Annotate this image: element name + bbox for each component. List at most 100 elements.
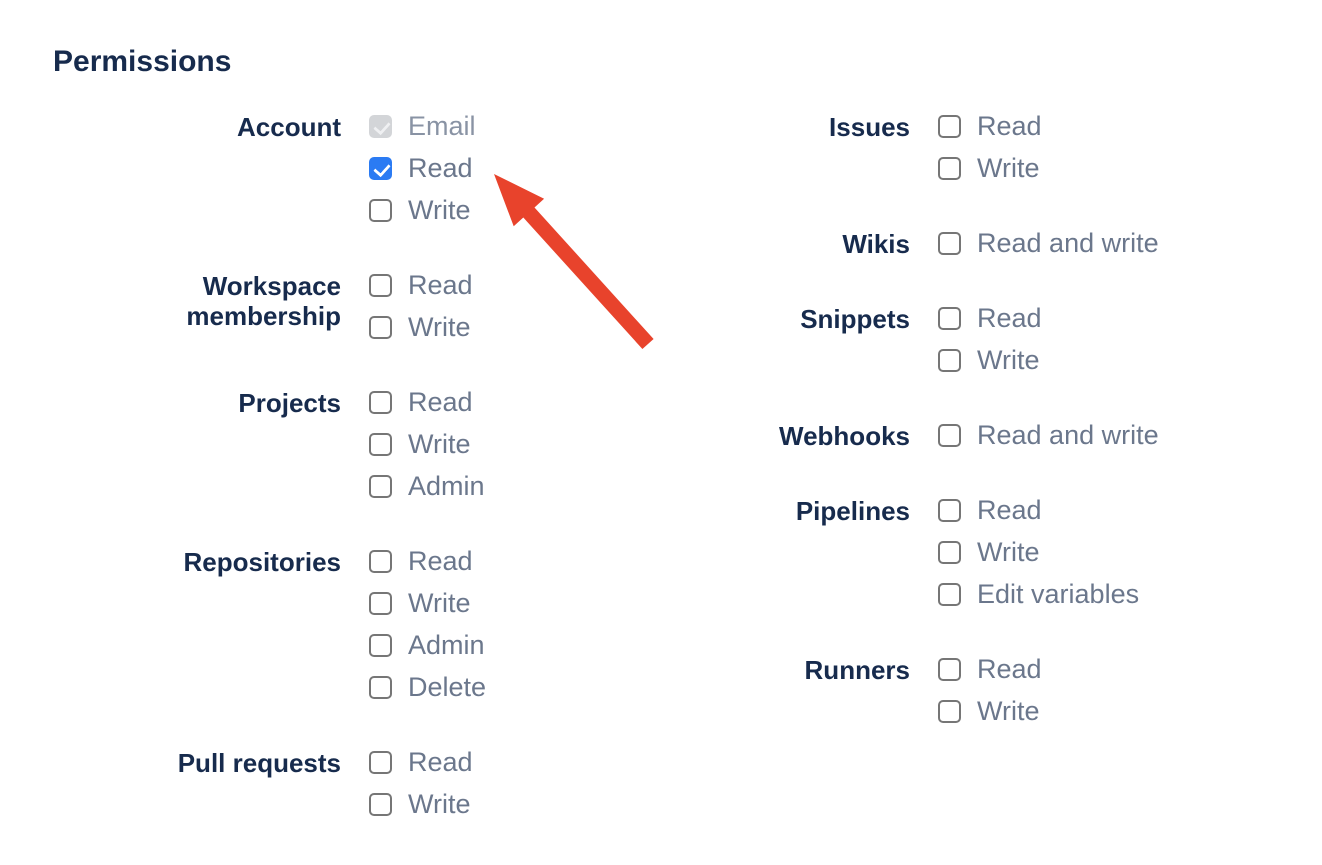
- option-pipelines-write[interactable]: Write: [938, 538, 1139, 566]
- checkbox-label-repositories-delete: Delete: [408, 672, 487, 702]
- option-snippets-write[interactable]: Write: [938, 346, 1042, 374]
- checkbox-issues-read[interactable]: [938, 114, 961, 138]
- checkbox-pipelines-edit-variables[interactable]: [938, 582, 961, 606]
- option-webhooks-read-and-write[interactable]: Read and write: [938, 421, 1159, 449]
- option-issues-write[interactable]: Write: [938, 154, 1042, 182]
- option-workspace-membership-write[interactable]: Write: [369, 313, 473, 341]
- permission-group-label-workspace-membership: Workspace membership: [186, 271, 341, 331]
- permission-group-projects: Projects Read Write Admin: [111, 388, 486, 514]
- option-pipelines-edit-variables[interactable]: Edit variables: [938, 580, 1139, 608]
- checkbox-pull-requests-write[interactable]: [369, 792, 392, 816]
- checkbox-webhooks-read-and-write[interactable]: [938, 423, 961, 447]
- option-repositories-admin[interactable]: Admin: [369, 631, 486, 659]
- permission-group-wikis: Wikis Read and write: [730, 229, 1159, 271]
- checkbox-pull-requests-read[interactable]: [369, 750, 392, 774]
- checkbox-label-runners-write: Write: [977, 696, 1040, 726]
- permission-options-workspace-membership: Read Write: [369, 271, 473, 355]
- checkbox-issues-write[interactable]: [938, 156, 961, 180]
- checkbox-runners-write[interactable]: [938, 699, 961, 723]
- permission-group-label-pull-requests: Pull requests: [177, 748, 341, 778]
- checkbox-label-pipelines-write: Write: [977, 537, 1040, 567]
- checkbox-repositories-admin[interactable]: [369, 633, 392, 657]
- checkbox-account-write[interactable]: [369, 198, 392, 222]
- checkbox-label-pipelines-edit-variables: Edit variables: [977, 579, 1140, 609]
- checkbox-label-wikis-read-and-write: Read and write: [977, 228, 1159, 258]
- option-account-email: Email: [369, 112, 476, 140]
- option-account-write[interactable]: Write: [369, 196, 476, 224]
- checkbox-account-email: [369, 114, 392, 138]
- option-projects-read[interactable]: Read: [369, 388, 485, 416]
- checkbox-workspace-membership-read[interactable]: [369, 273, 392, 297]
- option-repositories-write[interactable]: Write: [369, 589, 486, 617]
- permission-group-label-pipelines: Pipelines: [795, 496, 910, 526]
- permissions-column-left: Account Email Read Write Workspace membe…: [111, 112, 486, 865]
- permission-group-label-runners: Runners: [804, 655, 910, 685]
- permission-options-projects: Read Write Admin: [369, 388, 485, 514]
- checkbox-label-pull-requests-read: Read: [408, 747, 473, 777]
- permission-options-account: Email Read Write: [369, 112, 476, 238]
- permission-group-issues: Issues Read Write: [730, 112, 1159, 196]
- checkbox-label-webhooks-read-and-write: Read and write: [977, 420, 1159, 450]
- permission-options-wikis: Read and write: [938, 229, 1159, 271]
- permission-options-repositories: Read Write Admin Delete: [369, 547, 486, 715]
- checkbox-projects-write[interactable]: [369, 432, 392, 456]
- permission-options-issues: Read Write: [938, 112, 1042, 196]
- permission-group-label-issues: Issues: [829, 112, 910, 142]
- permission-group-pull-requests: Pull requests Read Write: [111, 748, 486, 832]
- permission-group-runners: Runners Read Write: [730, 655, 1159, 739]
- checkbox-label-repositories-admin: Admin: [408, 630, 485, 660]
- checkbox-projects-read[interactable]: [369, 390, 392, 414]
- checkbox-label-account-write: Write: [408, 195, 471, 225]
- permissions-page: Permissions Account Email Read Write Wor…: [0, 0, 1322, 844]
- checkbox-label-issues-read: Read: [977, 111, 1042, 141]
- permission-group-repositories: Repositories Read Write Admin Delete: [111, 547, 487, 715]
- option-projects-admin[interactable]: Admin: [369, 472, 485, 500]
- checkbox-repositories-write[interactable]: [369, 591, 392, 615]
- checkbox-label-runners-read: Read: [977, 654, 1042, 684]
- option-account-read[interactable]: Read: [369, 154, 476, 182]
- checkbox-projects-admin[interactable]: [369, 474, 392, 498]
- permission-group-snippets: Snippets Read Write: [730, 304, 1159, 388]
- option-snippets-read[interactable]: Read: [938, 304, 1042, 332]
- checkbox-label-projects-write: Write: [408, 429, 471, 459]
- checkbox-label-repositories-read: Read: [408, 546, 473, 576]
- permission-group-label-snippets: Snippets: [800, 304, 910, 334]
- checkbox-label-workspace-membership-write: Write: [408, 312, 471, 342]
- checkbox-snippets-read[interactable]: [938, 306, 961, 330]
- option-workspace-membership-read[interactable]: Read: [369, 271, 473, 299]
- option-pull-requests-read[interactable]: Read: [369, 748, 473, 776]
- option-pull-requests-write[interactable]: Write: [369, 790, 473, 818]
- checkbox-label-snippets-write: Write: [977, 345, 1040, 375]
- checkbox-label-pull-requests-write: Write: [408, 789, 471, 819]
- option-runners-read[interactable]: Read: [938, 655, 1042, 683]
- option-pipelines-read[interactable]: Read: [938, 496, 1139, 524]
- permission-options-runners: Read Write: [938, 655, 1042, 739]
- checkbox-wikis-read-and-write[interactable]: [938, 231, 961, 255]
- permission-group-label-repositories: Repositories: [183, 547, 342, 577]
- page-title: Permissions: [53, 45, 232, 78]
- checkbox-snippets-write[interactable]: [938, 348, 961, 372]
- permission-group-webhooks: Webhooks Read and write: [730, 421, 1159, 463]
- permission-group-label-wikis: Wikis: [842, 229, 910, 259]
- checkbox-pipelines-read[interactable]: [938, 498, 961, 522]
- option-repositories-read[interactable]: Read: [369, 547, 486, 575]
- checkbox-label-repositories-write: Write: [408, 588, 471, 618]
- checkbox-label-snippets-read: Read: [977, 303, 1042, 333]
- checkbox-repositories-delete[interactable]: [369, 675, 392, 699]
- checkbox-pipelines-write[interactable]: [938, 540, 961, 564]
- permission-group-label-webhooks: Webhooks: [779, 421, 910, 451]
- option-issues-read[interactable]: Read: [938, 112, 1042, 140]
- checkbox-label-pipelines-read: Read: [977, 495, 1042, 525]
- annotation-arrow-icon: [494, 174, 654, 349]
- option-runners-write[interactable]: Write: [938, 697, 1042, 725]
- checkbox-runners-read[interactable]: [938, 657, 961, 681]
- checkbox-repositories-read[interactable]: [369, 549, 392, 573]
- option-projects-write[interactable]: Write: [369, 430, 485, 458]
- permission-group-label-account: Account: [237, 112, 341, 142]
- checkbox-account-read[interactable]: [369, 156, 392, 180]
- permission-options-pull-requests: Read Write: [369, 748, 473, 832]
- checkbox-workspace-membership-write[interactable]: [369, 315, 392, 339]
- checkbox-label-issues-write: Write: [977, 153, 1040, 183]
- option-repositories-delete[interactable]: Delete: [369, 673, 486, 701]
- option-wikis-read-and-write[interactable]: Read and write: [938, 229, 1159, 257]
